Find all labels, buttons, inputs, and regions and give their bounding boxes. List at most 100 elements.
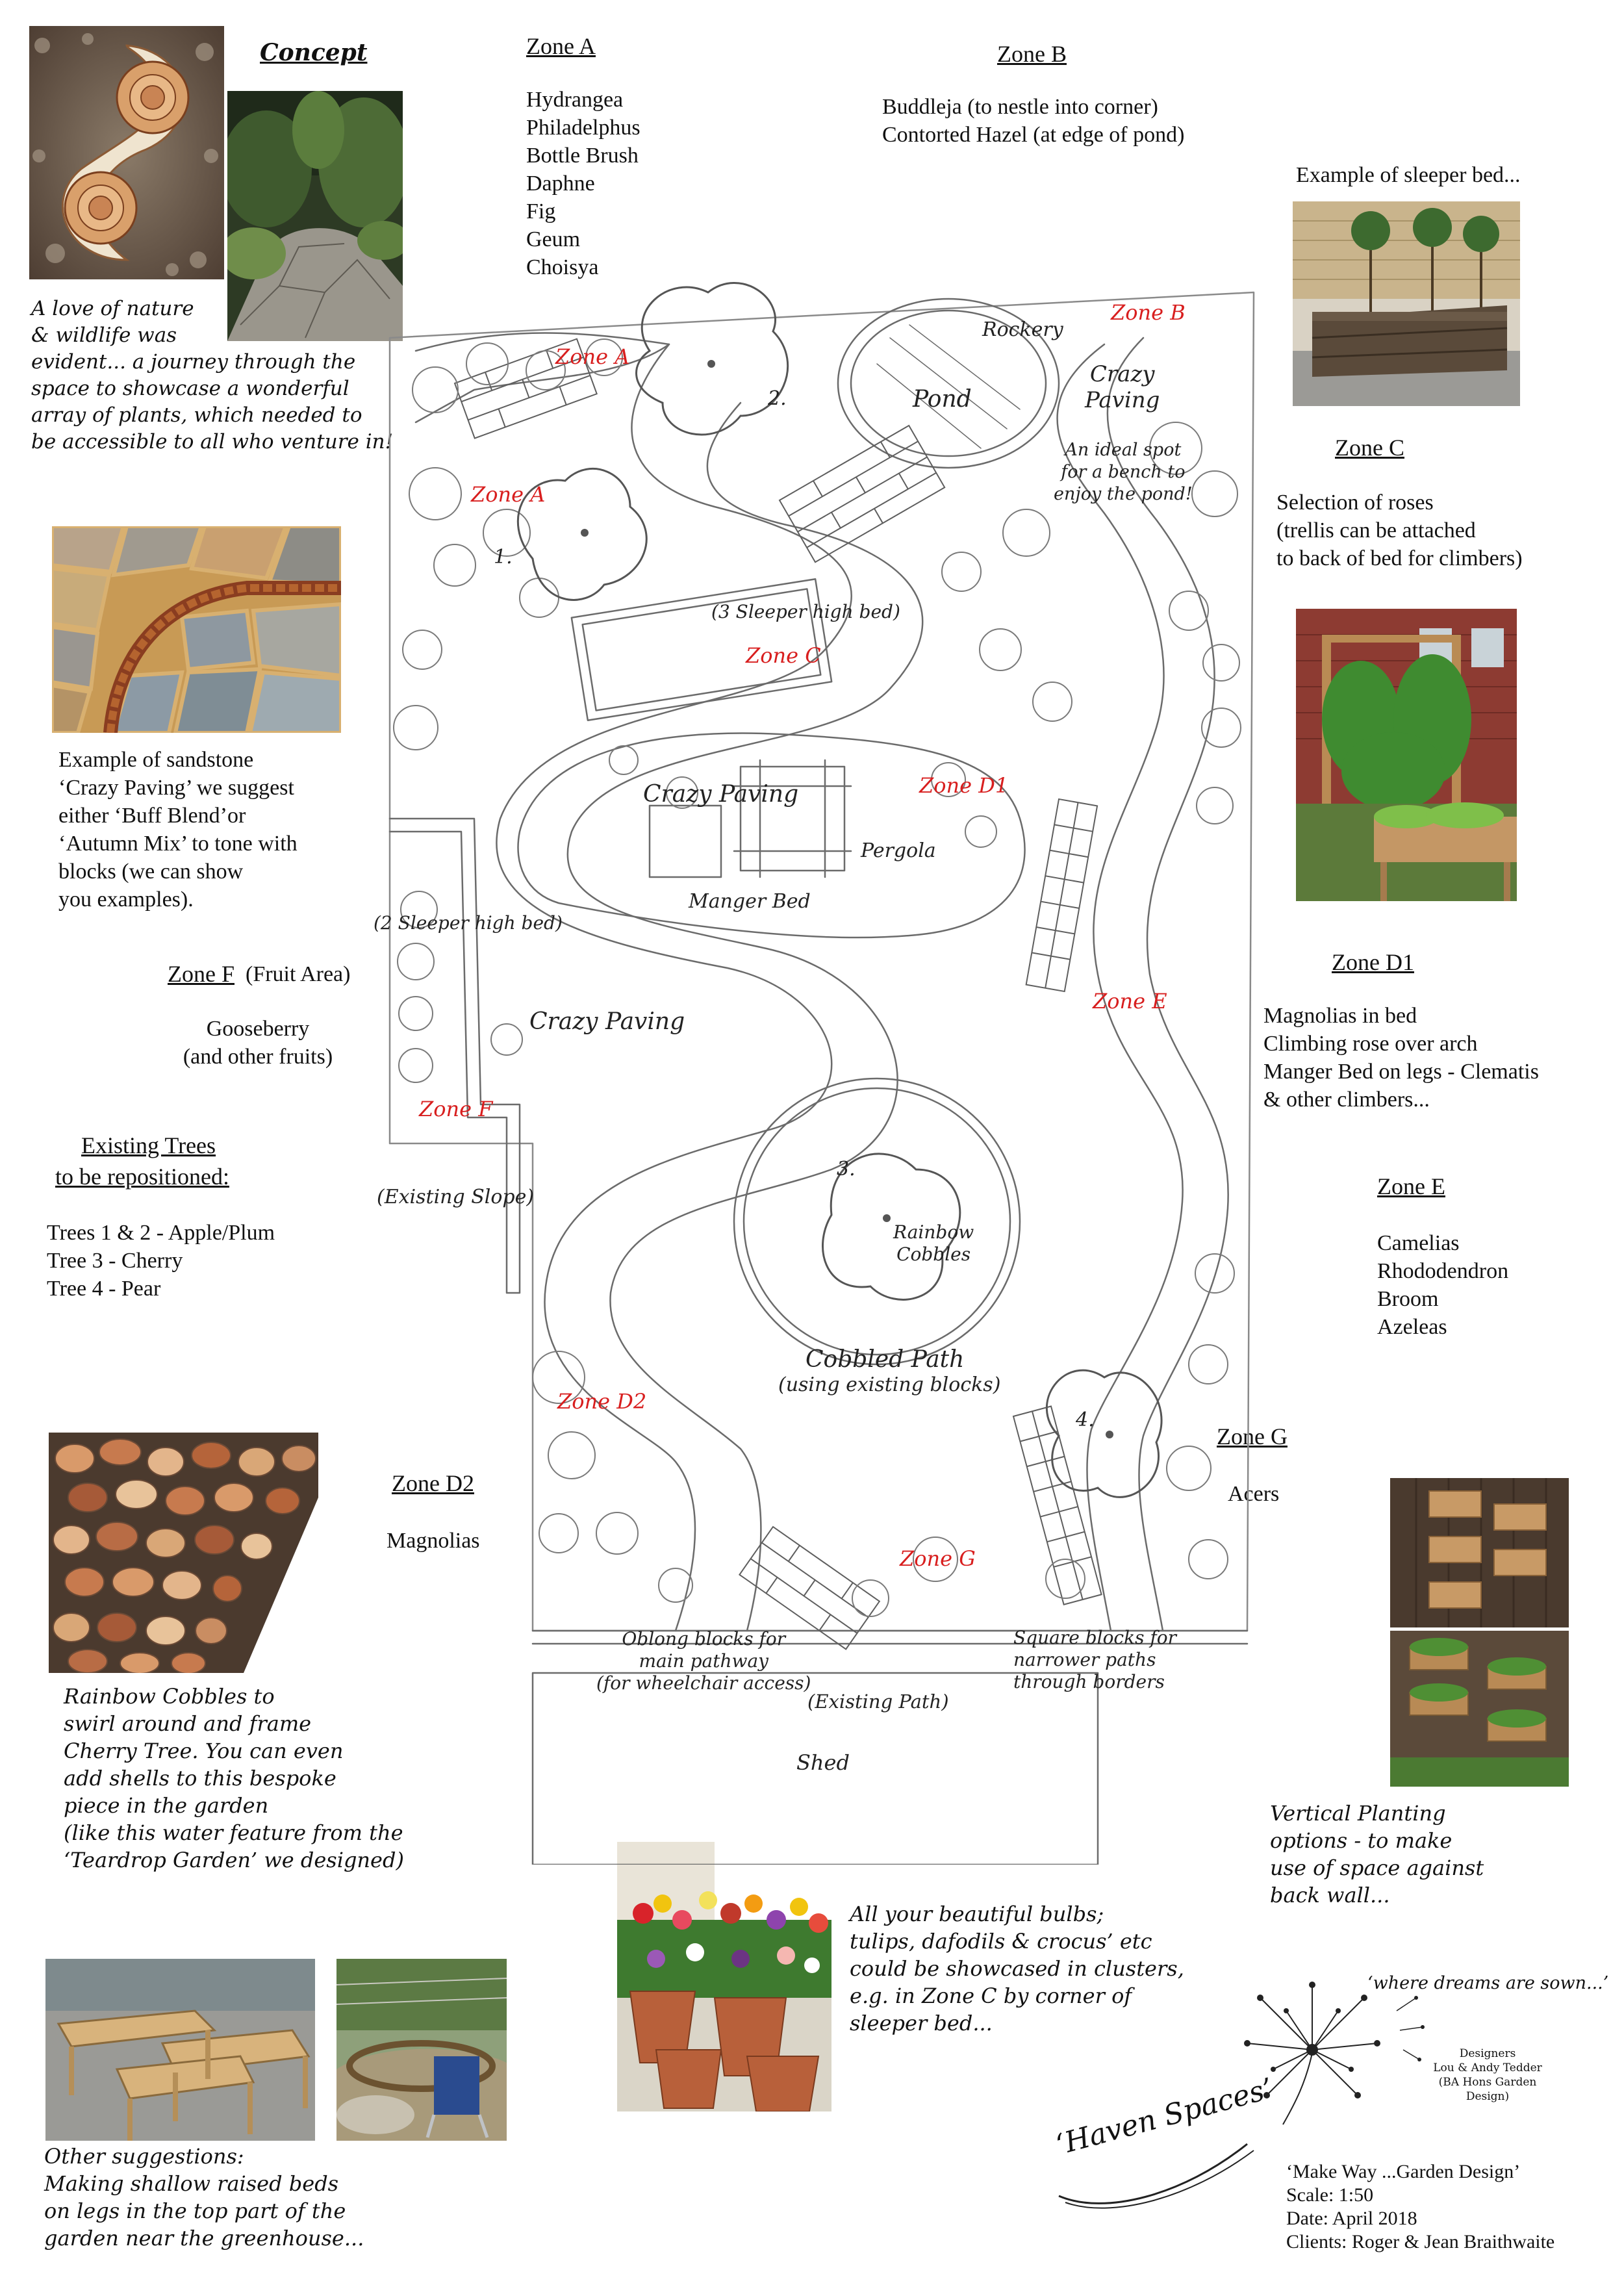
project-scale: Scale: 1:50	[1286, 2184, 1374, 2206]
plant-item: Magnolias	[387, 1529, 480, 1553]
plan-bench-note: An ideal spot for a bench to enjoy the p…	[1054, 440, 1193, 504]
plan-zone-a-label-2: Zone A	[471, 482, 546, 507]
other-suggestions-text: Other suggestions: Making shallow raised…	[44, 2144, 364, 2251]
plan-crazy-paving-low: Crazy Paving	[529, 1008, 685, 1035]
plan-crazy-paving-top: Crazy Paving	[1085, 361, 1160, 413]
vertical-planting-photo	[1390, 1478, 1569, 1787]
zone-f-text: Gooseberry (and other fruits)	[183, 1017, 333, 1069]
zone-d1-list: Magnolias in bed Climbing rose over arch…	[1263, 1002, 1539, 1114]
zone-a-heading: Zone A	[526, 33, 596, 59]
plan-pond-label: Pond	[913, 386, 972, 413]
plant-item: Camelias	[1377, 1231, 1460, 1255]
bulbs-text: All your beautiful bulbs; tulips, dafodi…	[850, 1902, 1184, 2035]
plan-rockery-label: Rockery	[982, 318, 1063, 341]
plan-shed-label: Shed	[796, 1750, 850, 1775]
zone-b-plant-list: Buddleja (to nestle into corner) Contort…	[882, 93, 1184, 149]
sandstone-text: Example of sandstone ‘Crazy Paving’ we s…	[58, 748, 298, 912]
zone-b-heading: Zone B	[997, 41, 1067, 67]
plan-rainbow-cobbles-label: Rainbow Cobbles	[893, 1221, 974, 1265]
tree-item: Trees 1 & 2 - Apple/Plum	[47, 1221, 275, 1245]
plant-item: Hydrangea	[526, 88, 624, 112]
plan-existing-path: (Existing Path)	[807, 1690, 949, 1713]
existing-trees-subheading: to be repositioned:	[55, 1164, 229, 1190]
tree-item: Tree 3 - Cherry	[47, 1249, 183, 1273]
zone-e-plant-list: Camelias Rhododendron Broom Azeleas	[1377, 1229, 1508, 1341]
designers-label: Designers	[1459, 2047, 1516, 2060]
plant-item: Acers	[1228, 1482, 1280, 1506]
existing-trees-heading: Existing Trees	[81, 1132, 216, 1158]
zone-e-heading: Zone E	[1377, 1173, 1445, 1199]
logo-swoosh-icon	[1058, 2143, 1254, 2209]
shallow-bed-photo-1	[45, 1959, 315, 2141]
designers-names: Lou & Andy Tedder	[1433, 2061, 1542, 2074]
plan-cobbled-path-label: Cobbled Path	[806, 1346, 965, 1373]
vertical-planting-text: Vertical Planting options - to make use …	[1270, 1801, 1484, 1907]
sleeper-example-caption: Example of sleeper bed...	[1296, 163, 1521, 187]
plan-tree-1: 1.	[494, 546, 513, 568]
plan-zone-a-label-1: Zone A	[555, 344, 630, 369]
zone-d2-heading: Zone D2	[392, 1470, 474, 1496]
designers-block: Designers Lou & Andy Tedder (BA Hons Gar…	[1429, 2047, 1546, 2104]
plant-item: Azeleas	[1377, 1315, 1447, 1339]
plan-tree-4: 4.	[1076, 1409, 1095, 1431]
plan-zone-d1-label: Zone D1	[919, 773, 1009, 798]
plant-item: Choisya	[526, 255, 599, 279]
project-name: ‘Make Way ...Garden Design’	[1286, 2161, 1521, 2182]
garden-path-photo	[227, 91, 403, 341]
sleeper-bed-photo	[1293, 201, 1520, 406]
zone-c-text: Selection of roses (trellis can be attac…	[1276, 491, 1523, 570]
plan-oblong-note: Oblong blocks for main pathway (for whee…	[596, 1628, 811, 1694]
zone-g-plant-list: Acers	[1228, 1480, 1279, 1508]
bulbs-photo	[617, 1842, 831, 2111]
concept-text: A love of nature & wildlife was evident.…	[31, 297, 394, 453]
plant-item: Contorted Hazel (at edge of pond)	[882, 123, 1185, 147]
plan-square-note: Square blocks for narrower paths through…	[1013, 1627, 1176, 1692]
zone-f-subtitle: (Fruit Area)	[246, 962, 351, 986]
brand-tagline: ‘where dreams are sown...’	[1367, 1973, 1609, 1993]
zone-d2-plant-list: Magnolias	[387, 1527, 480, 1555]
project-clients: Clients: Roger & Jean Braithwaite	[1286, 2231, 1555, 2252]
plant-item: Fig	[526, 199, 556, 223]
tree-item: Tree 4 - Pear	[47, 1277, 161, 1301]
plan-manger-bed-label: Manger Bed	[689, 890, 811, 913]
designers-qualification: (BA Hons Garden Design)	[1438, 2076, 1537, 2103]
plan-existing-slope: (Existing Slope)	[377, 1186, 535, 1208]
plant-item: Daphne	[526, 172, 595, 196]
plan-pergola-label: Pergola	[861, 839, 936, 862]
zone-d1-item: Magnolias in bed	[1263, 1004, 1417, 1028]
zone-d1-item: Manger Bed on legs - Clematis	[1263, 1060, 1539, 1084]
concept-heading: Concept	[260, 39, 368, 66]
dandelion-logo-icon	[1244, 1982, 1425, 2125]
plant-item: Rhododendron	[1377, 1259, 1509, 1283]
existing-trees-list: Trees 1 & 2 - Apple/Plum Tree 3 - Cherry…	[47, 1219, 275, 1303]
rainbow-cobbles-photo	[49, 1433, 318, 1673]
plan-3-sleeper-bed: (3 Sleeper high bed)	[711, 601, 900, 622]
zone-g-heading: Zone G	[1217, 1423, 1288, 1449]
plan-2-sleeper-bed: (2 Sleeper high bed)	[374, 912, 563, 934]
shallow-bed-photo-2	[336, 1959, 507, 2141]
plant-item: Broom	[1377, 1287, 1439, 1311]
trellis-bed-photo	[1296, 609, 1517, 901]
zone-d1-heading: Zone D1	[1332, 949, 1414, 975]
plant-item: Buddleja (to nestle into corner)	[882, 95, 1158, 119]
garden-plan-drawing	[388, 281, 1255, 1865]
sandstone-paving-photo	[52, 526, 341, 733]
plan-zone-f-label: Zone F	[419, 1097, 493, 1121]
plant-item: Bottle Brush	[526, 144, 639, 168]
plant-item: Philadelphus	[526, 116, 641, 140]
plan-zone-e-label: Zone E	[1093, 989, 1167, 1014]
zone-d1-item: Climbing rose over arch	[1263, 1032, 1478, 1056]
rainbow-cobbles-text: Rainbow Cobbles to swirl around and fram…	[64, 1684, 404, 1872]
plant-item: Geum	[526, 227, 581, 251]
plan-zone-c-label: Zone C	[746, 643, 821, 668]
plan-zone-g-label: Zone G	[900, 1546, 976, 1571]
plan-cobbled-path-note: (using existing blocks)	[778, 1373, 1001, 1396]
nautilus-shell-photo	[29, 26, 224, 279]
project-info: ‘Make Way ...Garden Design’ Scale: 1:50 …	[1286, 2160, 1554, 2254]
plan-tree-2: 2.	[768, 387, 787, 410]
zone-f-heading: Zone F	[168, 961, 235, 987]
plan-tree-3: 3.	[837, 1158, 856, 1180]
plan-crazy-paving-mid: Crazy Paving	[643, 781, 799, 808]
project-date: Date: April 2018	[1286, 2208, 1417, 2229]
zone-a-plant-list: Hydrangea Philadelphus Bottle Brush Daph…	[526, 86, 641, 281]
